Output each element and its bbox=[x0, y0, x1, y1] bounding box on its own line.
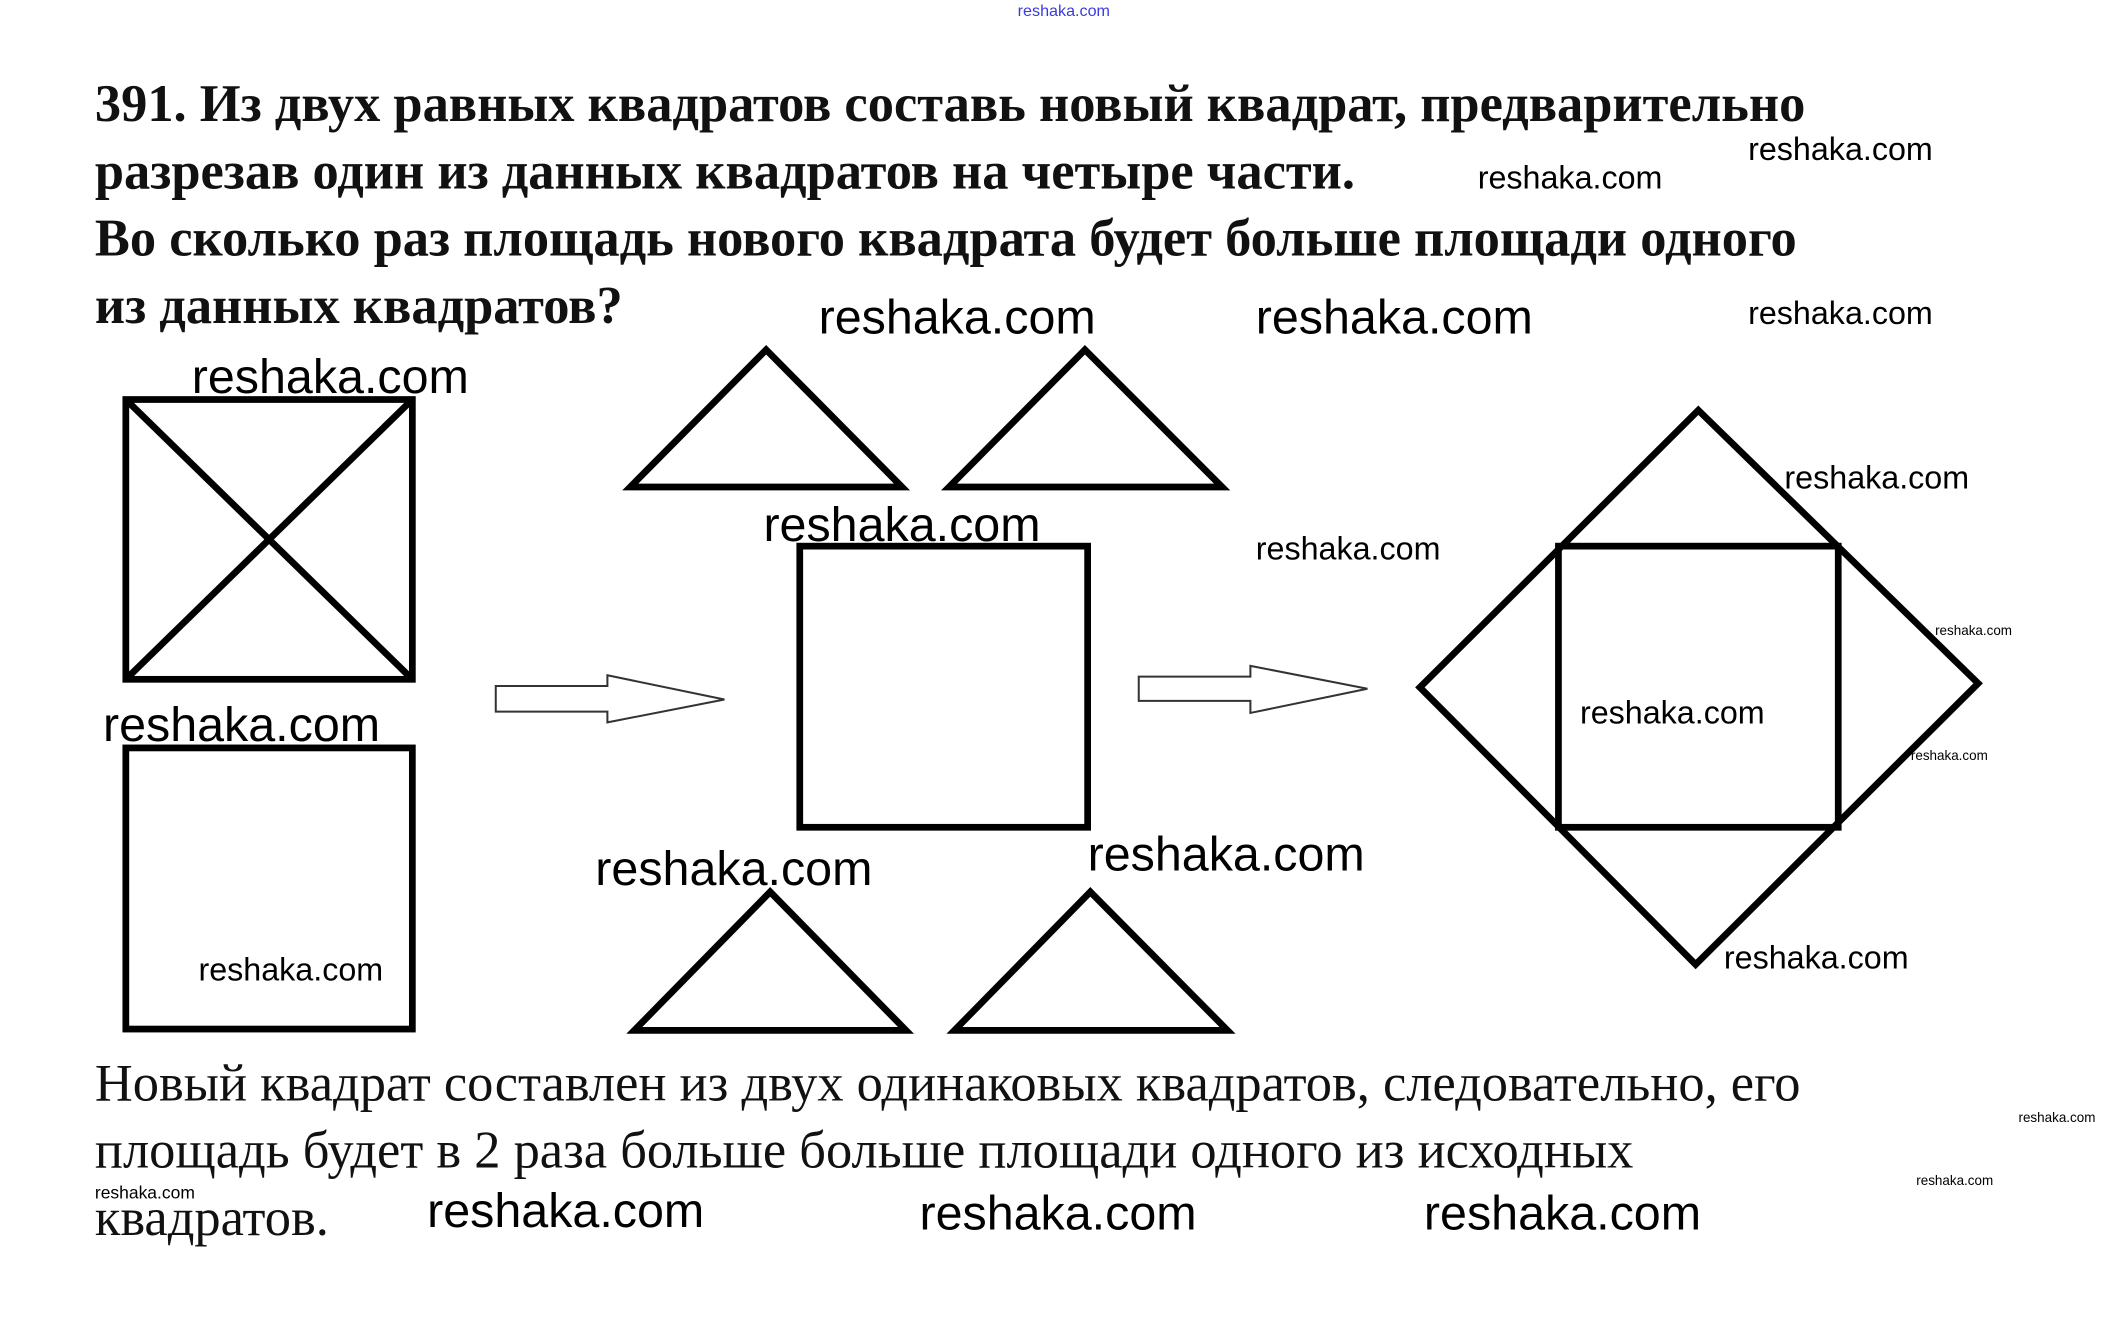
figures bbox=[122, 344, 1983, 1034]
watermark: reshaka.com bbox=[1784, 459, 1969, 495]
watermark: reshaka.com bbox=[1088, 827, 1365, 881]
watermark: reshaka.com bbox=[192, 350, 469, 404]
problem-text: 391. Из двух равных квадратов составь но… bbox=[95, 75, 1805, 335]
new-square-diamond bbox=[1415, 405, 1983, 970]
triangle-bottom-1 bbox=[626, 887, 915, 1034]
answer-line-2: площадь будет в 2 раза больше больше пло… bbox=[95, 1122, 1634, 1180]
watermark: reshaka.com bbox=[1424, 1186, 1701, 1240]
problem-line-2: разрезав один из данных квадратов на чет… bbox=[95, 142, 1355, 200]
watermark: reshaka.com bbox=[427, 1184, 704, 1238]
problem-line-4: из данных квадратов? bbox=[95, 277, 623, 335]
square-middle bbox=[796, 542, 1091, 831]
watermark: reshaka.com bbox=[103, 698, 380, 752]
watermark: reshaka.com bbox=[1724, 940, 1909, 976]
watermark: reshaka.com bbox=[1911, 748, 1988, 763]
problem-line-3: Во сколько раз площадь нового квадрата б… bbox=[95, 210, 1797, 268]
arrow-right-icon bbox=[1137, 664, 1368, 715]
square-2 bbox=[122, 744, 416, 1033]
watermark: reshaka.com bbox=[819, 291, 1096, 345]
watermark: reshaka.com bbox=[1935, 623, 2012, 638]
triangle-top-1 bbox=[622, 344, 911, 491]
triangle-top-2 bbox=[941, 344, 1231, 491]
watermark: reshaka.com bbox=[95, 1183, 195, 1203]
watermark: reshaka.com bbox=[1478, 159, 1663, 195]
problem-line-1: 391. Из двух равных квадратов составь но… bbox=[95, 75, 1805, 133]
watermark: reshaka.com bbox=[1916, 1173, 1993, 1188]
watermark: reshaka.com bbox=[595, 842, 872, 896]
watermark: reshaka.com bbox=[1256, 531, 1441, 567]
watermark: reshaka.com bbox=[1256, 291, 1533, 345]
watermark: reshaka.com bbox=[1748, 131, 1933, 167]
watermark: reshaka.com bbox=[1580, 695, 1765, 731]
watermarks: reshaka.com reshaka.com reshaka.com resh… bbox=[95, 131, 2096, 1240]
watermark: reshaka.com bbox=[2018, 1110, 2095, 1125]
watermark: reshaka.com bbox=[198, 952, 383, 988]
answer-line-1: Новый квадрат составлен из двух одинаков… bbox=[95, 1054, 1801, 1112]
triangle-bottom-2 bbox=[946, 887, 1236, 1034]
header-watermark: reshaka.com bbox=[1018, 2, 1110, 20]
answer-line-3: квадратов. bbox=[95, 1189, 329, 1247]
arrow-right-icon bbox=[494, 674, 725, 724]
watermark: reshaka.com bbox=[919, 1186, 1196, 1240]
answer-text: Новый квадрат составлен из двух одинаков… bbox=[95, 1054, 1801, 1247]
crossed-square bbox=[122, 396, 416, 683]
watermark: reshaka.com bbox=[1748, 295, 1933, 331]
watermark: reshaka.com bbox=[763, 498, 1040, 552]
